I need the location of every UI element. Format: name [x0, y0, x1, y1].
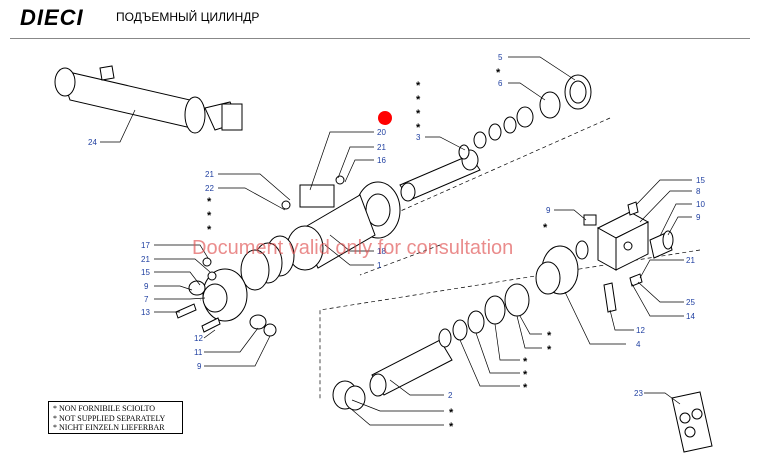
- star-marker: *: [496, 67, 501, 79]
- seal-rings-left: [240, 235, 295, 291]
- callout-18: 18: [377, 247, 386, 256]
- header: DIECI ПОДЪЕМНЫЙ ЦИЛИНДР: [0, 0, 768, 40]
- star-marker: *: [416, 94, 421, 106]
- callout-7: 7: [144, 295, 149, 304]
- legend-line-italian: * NON FORNIBILE SCIOLTO: [53, 404, 156, 413]
- callout-5: 5: [498, 53, 503, 62]
- callout-22: 22: [205, 184, 214, 193]
- star-marker: *: [547, 330, 552, 342]
- legend-line-english: * NOT SUPPLIED SEPARATELY: [53, 413, 166, 423]
- callout-21-rodend: 21: [141, 255, 150, 264]
- piston-rod-upper: [399, 74, 592, 202]
- callout-25: 25: [686, 298, 695, 307]
- star-markers: * * * * * * * * * * * * * * * *: [207, 67, 552, 433]
- rod-end-bushing: [175, 257, 277, 337]
- callout-24: 24: [88, 138, 97, 147]
- callout-3: 3: [416, 133, 421, 142]
- callout-20: 20: [377, 128, 386, 137]
- page-title: ПОДЪЕМНЫЙ ЦИЛИНДР: [116, 10, 260, 24]
- star-marker: *: [523, 382, 528, 394]
- star-marker: *: [547, 344, 552, 356]
- callout-14: 14: [686, 312, 695, 321]
- callout-4: 4: [636, 340, 641, 349]
- star-marker: *: [207, 196, 212, 208]
- callout-2: 2: [448, 391, 453, 400]
- callout-6: 6: [498, 79, 503, 88]
- star-marker: *: [416, 108, 421, 120]
- callout-16: 16: [377, 156, 386, 165]
- star-marker: *: [449, 407, 454, 419]
- piston: [535, 240, 617, 313]
- callout-17: 17: [141, 241, 150, 250]
- header-divider: [10, 38, 750, 39]
- callout-21-valve: 21: [686, 256, 695, 265]
- decal-plate: [671, 391, 713, 453]
- callout-1: 1: [377, 261, 382, 270]
- callout-9-valve: 9: [696, 213, 701, 222]
- callout-12-rodend: 12: [194, 334, 203, 343]
- piston-rod-lower: [332, 283, 530, 411]
- callout-11: 11: [194, 348, 203, 357]
- star-marker: *: [523, 356, 528, 368]
- callout-21-top: 21: [377, 143, 386, 152]
- exploded-parts-diagram: 24 5 6 3 20 21 16 21 22 18 1 17 21 15 9 …: [54, 53, 713, 453]
- valve-block: [583, 201, 674, 287]
- dieci-logo: DIECI: [20, 5, 84, 30]
- callout-13: 13: [141, 308, 150, 317]
- highlight-marker[interactable]: [378, 111, 392, 125]
- watermark-text: Document valid only for consultation: [192, 237, 514, 259]
- callout-23: 23: [634, 389, 643, 398]
- star-marker: *: [416, 80, 421, 92]
- star-marker: *: [416, 122, 421, 134]
- callout-9-rodend: 9: [144, 282, 149, 291]
- callout-9-plug: 9: [546, 206, 551, 215]
- legend-line-german: * NICHT EINZELN LIEFERBAR: [53, 423, 165, 432]
- callout-9-bushing: 9: [197, 362, 202, 371]
- star-marker: *: [449, 421, 454, 433]
- cylinder-head: [281, 175, 401, 271]
- star-marker: *: [207, 224, 212, 236]
- legend-box: * NON FORNIBILE SCIOLTO * NOT SUPPLIED S…: [48, 401, 183, 434]
- callout-8: 8: [696, 187, 701, 196]
- callout-12-piston: 12: [636, 326, 645, 335]
- callout-15-valve: 15: [696, 176, 705, 185]
- callout-labels: 24 5 6 3 20 21 16 21 22 18 1 17 21 15 9 …: [88, 53, 705, 400]
- star-marker: *: [543, 222, 548, 234]
- callout-15-rodend: 15: [141, 268, 150, 277]
- star-marker: *: [207, 210, 212, 222]
- star-marker: *: [523, 369, 528, 381]
- assembled-cylinder: [54, 65, 243, 134]
- callout-10: 10: [696, 200, 705, 209]
- callout-21-left: 21: [205, 170, 214, 179]
- leader-lines: [100, 56, 692, 426]
